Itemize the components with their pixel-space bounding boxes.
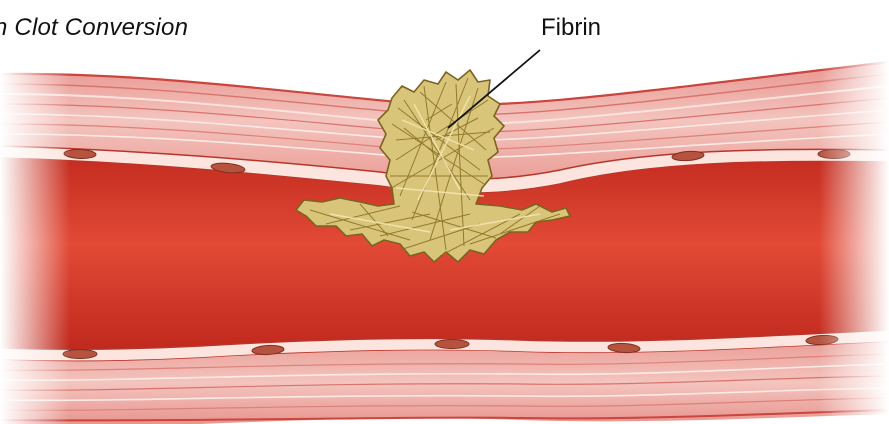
fibrin-label: Fibrin bbox=[541, 14, 601, 42]
diagram-title: n Clot Conversion bbox=[0, 14, 188, 42]
